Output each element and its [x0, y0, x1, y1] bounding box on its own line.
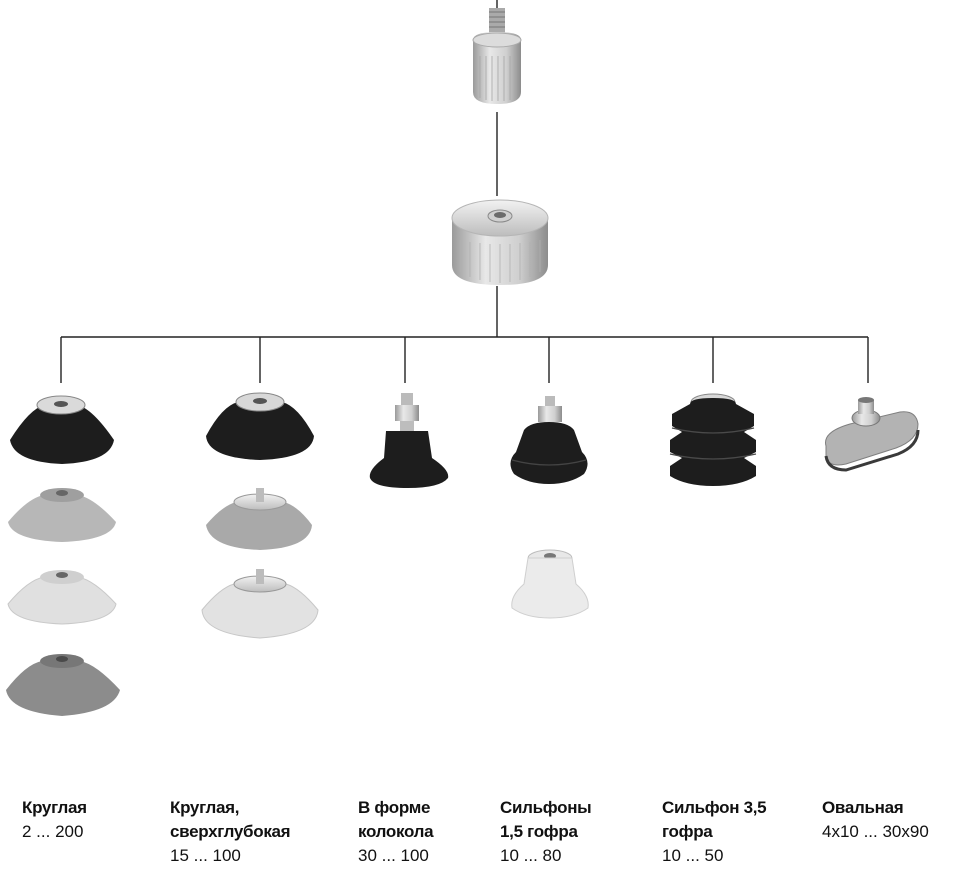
round-adapter-image — [451, 199, 549, 285]
caption-range: 30 ... 100 — [358, 846, 429, 865]
threaded-adapter-image — [472, 8, 522, 104]
round-cup-black-image — [10, 395, 114, 464]
caption-name: Круглая, сверхглубокая — [170, 798, 291, 841]
caption-name: В форме колокола — [358, 798, 434, 841]
caption-name: Овальная — [822, 798, 904, 817]
caption-oval: Овальная 4x10 ... 30x90 — [822, 796, 929, 844]
caption-range: 15 ... 100 — [170, 846, 241, 865]
caption-bellows-1-5: Сильфоны 1,5 гофра 10 ... 80 — [500, 796, 615, 868]
caption-range: 2 ... 200 — [22, 822, 84, 841]
caption-bell: В форме колокола 30 ... 100 — [358, 796, 458, 868]
round-cup-darkgrey-image — [6, 654, 120, 716]
round-cup-grey-image — [8, 488, 116, 542]
deep-cup-light-image — [201, 569, 319, 639]
connector-lines — [60, 0, 869, 383]
caption-deep-round: Круглая, сверхглубокая 15 ... 100 — [170, 796, 320, 868]
caption-name: Сильфон 3,5 гофра — [662, 798, 767, 841]
caption-name: Круглая — [22, 798, 87, 817]
caption-name: Сильфоны 1,5 гофра — [500, 798, 592, 841]
caption-range: 10 ... 80 — [500, 846, 562, 865]
deep-cup-grey-image — [206, 488, 312, 550]
bellows-1-5-black-image — [510, 396, 588, 484]
bell-cup-image — [369, 393, 449, 488]
caption-bellows-3-5: Сильфон 3,5 гофра 10 ... 50 — [662, 796, 767, 868]
oval-cup-image — [824, 397, 920, 472]
caption-round: Круглая 2 ... 200 — [22, 796, 87, 844]
deep-cup-black-image — [206, 392, 314, 460]
caption-range: 4x10 ... 30x90 — [822, 822, 929, 841]
bellows-3-5-image — [669, 393, 757, 486]
bellows-1-5-white-image — [511, 549, 589, 619]
caption-range: 10 ... 50 — [662, 846, 724, 865]
round-cup-light-image — [7, 570, 117, 625]
